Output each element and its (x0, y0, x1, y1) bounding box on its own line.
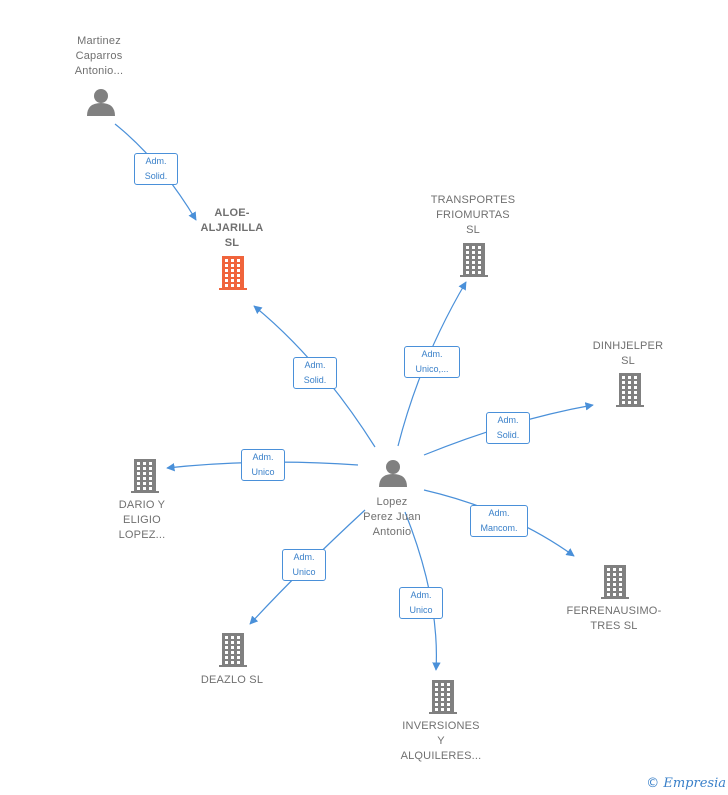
node-label-deazlo[interactable]: DEAZLO SL (200, 674, 264, 686)
node-label-martinez[interactable]: Martinez Caparros Antonio... (74, 35, 124, 77)
edge-label-aloe[interactable]: Adm. Solid. (134, 153, 178, 185)
building-icon[interactable] (219, 256, 247, 290)
edge-label-deazlo[interactable]: Adm. Unico (282, 549, 326, 581)
node-label-ferrenausimo[interactable]: FERRENAUSIMO- TRES SL (566, 605, 662, 632)
edge-label-aloe[interactable]: Adm. Solid. (293, 357, 337, 389)
building-icon[interactable] (131, 459, 159, 493)
brand-logo: Empresia (663, 776, 726, 791)
building-icon[interactable] (616, 373, 644, 407)
building-icon[interactable] (601, 565, 629, 599)
node-label-dinhjelper[interactable]: DINHJELPER SL (592, 340, 664, 367)
edge-label-inversiones[interactable]: Adm. Unico (399, 587, 443, 619)
node-label-aloe[interactable]: ALOE- ALJARILLA SL (200, 207, 264, 249)
edge-label-transportes[interactable]: Adm. Unico,... (404, 346, 460, 378)
copyright-footer: © Empresia (646, 776, 726, 791)
building-icon[interactable] (429, 680, 457, 714)
edge-label-ferrenausimo[interactable]: Adm. Mancom. (470, 505, 528, 537)
node-label-transportes[interactable]: TRANSPORTES FRIOMURTAS SL (430, 194, 516, 236)
node-label-inversiones[interactable]: INVERSIONES Y ALQUILERES... (400, 720, 482, 762)
copyright-icon: © (646, 776, 660, 791)
building-icon[interactable] (219, 633, 247, 667)
person-icon[interactable] (87, 89, 115, 116)
node-label-dario[interactable]: DARIO Y ELIGIO LOPEZ... (118, 499, 166, 541)
node-label-lopez[interactable]: Lopez Perez Juan Antonio (363, 496, 421, 538)
edge-label-dario[interactable]: Adm. Unico (241, 449, 285, 481)
edge-label-dinhjelper[interactable]: Adm. Solid. (486, 412, 530, 444)
person-icon[interactable] (379, 460, 407, 487)
building-icon[interactable] (460, 243, 488, 277)
